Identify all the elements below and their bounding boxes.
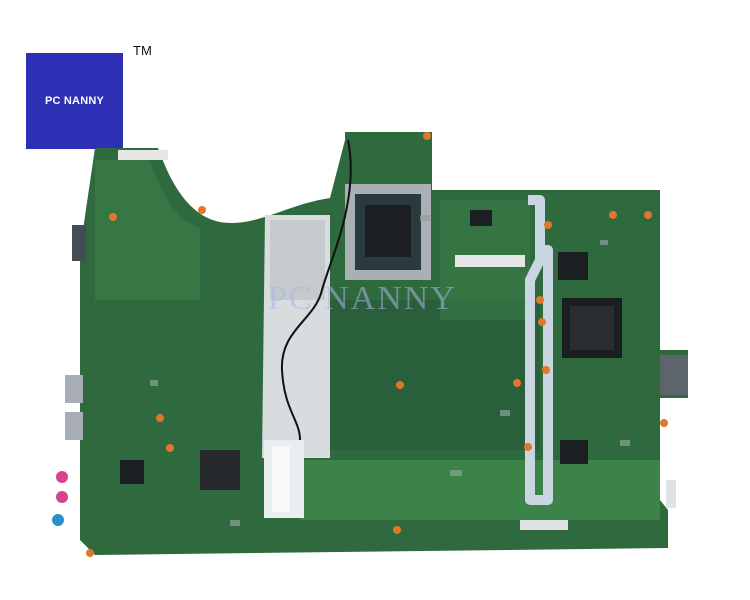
ribbon-strip [525, 195, 553, 505]
wifi-card-label [272, 446, 290, 512]
chip-ite [558, 252, 588, 280]
trademark-symbol: TM [133, 43, 152, 58]
ram-connector [455, 255, 525, 267]
vga-port [72, 225, 86, 261]
chip-small-4 [200, 450, 240, 490]
chip-small-2 [560, 440, 588, 464]
chipset-main-inner [570, 306, 614, 350]
chip-small-3 [120, 460, 144, 484]
top-connector [118, 150, 168, 160]
cpu-die [365, 205, 411, 257]
small-components [150, 215, 630, 526]
right-connector [666, 480, 676, 508]
screw-holes [86, 132, 668, 557]
board-region-bottom [300, 460, 660, 520]
board-region-left [95, 160, 200, 300]
usb-port-2 [65, 412, 83, 440]
board-region-mid [330, 300, 540, 450]
heatsink-shade [270, 220, 325, 300]
watermark-text: PC NANNY [268, 280, 457, 317]
audio-jack-pink-2 [56, 491, 68, 503]
logo-text: PC NANNY [44, 95, 105, 107]
audio-jack-blue [52, 514, 64, 526]
logo-badge: PC NANNY [26, 53, 123, 149]
chip-small-1 [470, 210, 492, 226]
side-connector [660, 355, 688, 395]
usb-port-1 [65, 375, 83, 403]
audio-jack-pink-1 [56, 471, 68, 483]
bottom-connector [520, 520, 568, 530]
antenna-cable [280, 139, 352, 441]
